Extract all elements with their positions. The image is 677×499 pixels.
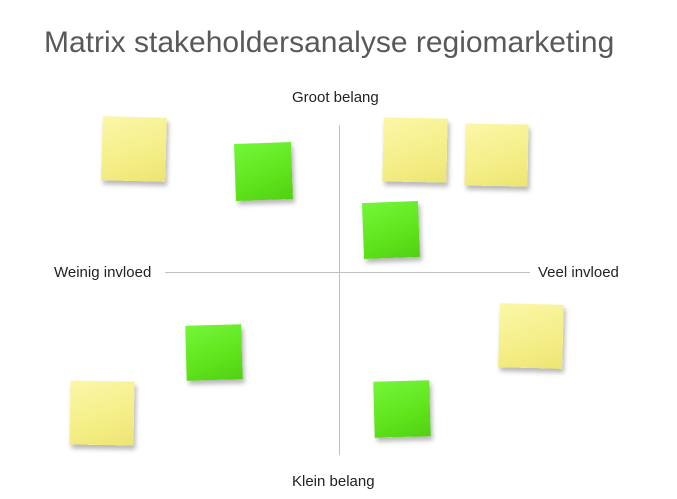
vertical-axis: [339, 125, 340, 455]
sticky-note-yellow: [382, 117, 448, 183]
sticky-note-yellow: [498, 303, 564, 369]
slide-title: Matrix stakeholdersanalyse regiomarketin…: [44, 26, 615, 59]
axis-label-bottom: Klein belang: [292, 473, 375, 490]
sticky-note-green: [234, 142, 293, 201]
sticky-note-green: [185, 324, 243, 381]
horizontal-axis: [165, 272, 530, 273]
axis-label-right: Veel invloed: [538, 264, 619, 281]
sticky-note-yellow: [464, 123, 529, 187]
sticky-note-green: [361, 200, 421, 260]
sticky-note-yellow: [101, 116, 167, 182]
axis-label-top: Groot belang: [292, 89, 379, 106]
sticky-note-yellow: [69, 380, 135, 446]
sticky-note-green: [373, 380, 431, 438]
axis-label-left: Weinig invloed: [54, 264, 152, 281]
